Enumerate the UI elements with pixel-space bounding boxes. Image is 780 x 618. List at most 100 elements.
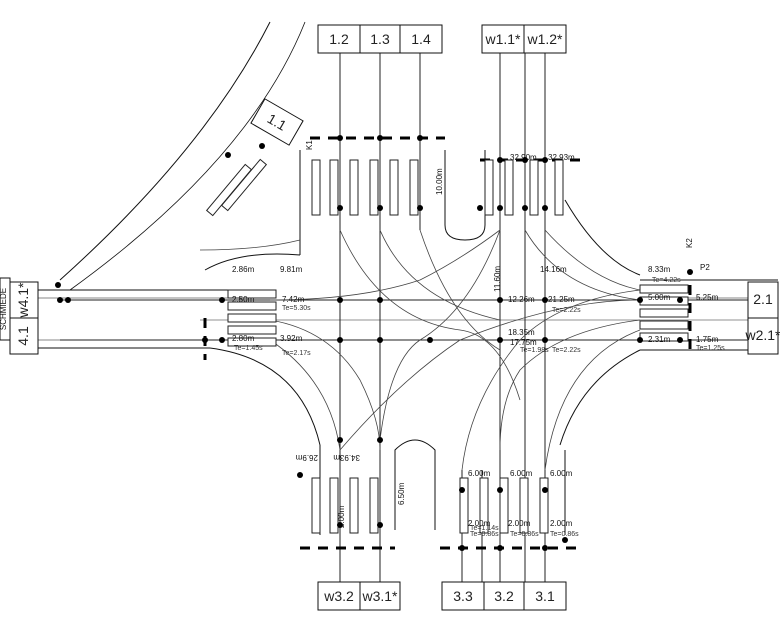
- dist-south-right-4: 2.00m: [468, 519, 491, 528]
- signal-head: [337, 205, 343, 211]
- signal-head: [65, 297, 71, 303]
- signal-group-1-3: 1.3: [370, 31, 390, 47]
- northwest-signal-box: 1.1: [250, 98, 304, 146]
- signal-head: [337, 135, 343, 141]
- dist-south-left-1: 26.9m: [295, 453, 318, 462]
- dist-center-4: 21.25m: [548, 295, 575, 304]
- dist-east-3: 5.25m: [696, 293, 719, 302]
- dist-east-5: 1.75m: [696, 335, 719, 344]
- time-south-1: Te=0.86s: [470, 531, 499, 538]
- dist-west-upper-4: 7.42m: [282, 295, 305, 304]
- time-center-2: Te=1.98s: [520, 347, 549, 354]
- time-east-1: Te=4.22s: [652, 277, 681, 284]
- dist-south-right-2: 6.00m: [510, 469, 533, 478]
- time-annotations: Te=5.30s Te=2.17s Te=1.45s Te=2.22s Te=1…: [234, 277, 725, 538]
- detector-p2: P2: [700, 263, 710, 272]
- dist-west-lower-2: 3.92m: [280, 334, 303, 343]
- street-name-label: SCHMIEDE: [0, 288, 8, 330]
- detector-labels: K2 P2 K1: [305, 140, 710, 272]
- west-signal-group-boxes: w4.1* 4.1 SCHMIEDE: [0, 277, 39, 355]
- signal-head: [427, 337, 433, 343]
- dist-west-upper-1: 2.86m: [232, 265, 255, 274]
- signal-head: [677, 297, 683, 303]
- stop-bars: [203, 136, 692, 550]
- time-west-1: Te=5.30s: [282, 305, 311, 312]
- time-center-1: Te=2.22s: [552, 307, 581, 314]
- signal-head: [637, 297, 643, 303]
- signal-head: [259, 143, 265, 149]
- signal-head: [637, 337, 643, 343]
- signal-head: [297, 472, 303, 478]
- dist-center-2: 14.16m: [540, 265, 567, 274]
- signal-group-3-3: 3.3: [453, 588, 473, 604]
- signal-head: [202, 337, 208, 343]
- signal-head: [497, 487, 503, 493]
- signal-head: [57, 297, 63, 303]
- signal-head: [497, 157, 503, 163]
- detector-k1: K1: [305, 140, 314, 150]
- signal-head: [562, 537, 568, 543]
- north-signal-group-boxes: 1.2 1.3 1.4: [317, 24, 443, 54]
- signal-head: [337, 337, 343, 343]
- signal-group-4-1: 4.1: [15, 326, 31, 346]
- signal-head: [377, 135, 383, 141]
- dist-south-right-3: 6.00m: [550, 469, 573, 478]
- time-south-4: Te=1.14s: [470, 525, 499, 532]
- signal-head: [337, 522, 343, 528]
- signal-head: [377, 437, 383, 443]
- signal-head: [417, 135, 423, 141]
- signal-head: [497, 337, 503, 343]
- north-ped-signal-boxes: w1.1* w1.2*: [481, 24, 567, 54]
- signal-head: [497, 297, 503, 303]
- dist-center-6: 17.75m: [510, 338, 537, 347]
- signal-head: [459, 545, 465, 551]
- signal-head: [542, 487, 548, 493]
- dist-north-right-3: 10.00m: [435, 168, 444, 195]
- south-ped-signal-boxes: w3.2 w3.1*: [317, 581, 401, 611]
- signal-group-3-2: 3.2: [494, 588, 514, 604]
- time-west-2: Te=2.17s: [282, 350, 311, 357]
- signal-head: [219, 337, 225, 343]
- dist-west-lower-1: 2.80m: [232, 334, 255, 343]
- dist-south-right-6: 2.00m: [550, 519, 573, 528]
- signal-group-1-2: 1.2: [329, 31, 349, 47]
- east-signal-group-boxes: 2.1 w2.1*: [744, 281, 780, 355]
- signal-head: [219, 297, 225, 303]
- detector-k2: K2: [685, 238, 694, 248]
- dist-north-right-2: 32.93m: [548, 153, 575, 162]
- time-east-2: Te=1.25s: [696, 345, 725, 352]
- signal-head: [337, 437, 343, 443]
- signal-head: [377, 522, 383, 528]
- dist-south-left-4: 6.50m: [397, 482, 406, 505]
- signal-head: [497, 545, 503, 551]
- dist-south-left-2: 34.93m: [333, 453, 360, 462]
- signal-head: [417, 205, 423, 211]
- signal-head: [497, 205, 503, 211]
- signal-head: [377, 297, 383, 303]
- dist-east-2: 5.00m: [648, 293, 671, 302]
- signal-group-1-4: 1.4: [411, 31, 431, 47]
- signal-head: [225, 152, 231, 158]
- time-south-3: Te=0.86s: [550, 531, 579, 538]
- signal-group-2-1: 2.1: [753, 291, 773, 307]
- signal-head: [522, 205, 528, 211]
- signal-group-w4-1: w4.1*: [15, 282, 31, 319]
- signal-group-w3-2: w3.2: [323, 588, 354, 604]
- dist-west-upper-2: 9.81m: [280, 265, 303, 274]
- signal-group-3-1: 3.1: [535, 588, 555, 604]
- signal-head: [687, 269, 693, 275]
- dist-center-3: 12.26m: [508, 295, 535, 304]
- signal-head: [542, 545, 548, 551]
- signal-head: [377, 205, 383, 211]
- time-center-3: Te=2.22s: [552, 347, 581, 354]
- signal-head: [337, 297, 343, 303]
- signal-group-w1-2: w1.2*: [526, 31, 563, 47]
- dist-west-upper-3: 2.50m: [232, 295, 255, 304]
- turning-paths: [199, 229, 641, 471]
- signal-group-w1-1: w1.1*: [484, 31, 521, 47]
- dist-east-4: 2.31m: [648, 335, 671, 344]
- signal-head: [477, 205, 483, 211]
- dist-center-1: 11.60m: [493, 266, 502, 292]
- signal-heads: [55, 135, 693, 551]
